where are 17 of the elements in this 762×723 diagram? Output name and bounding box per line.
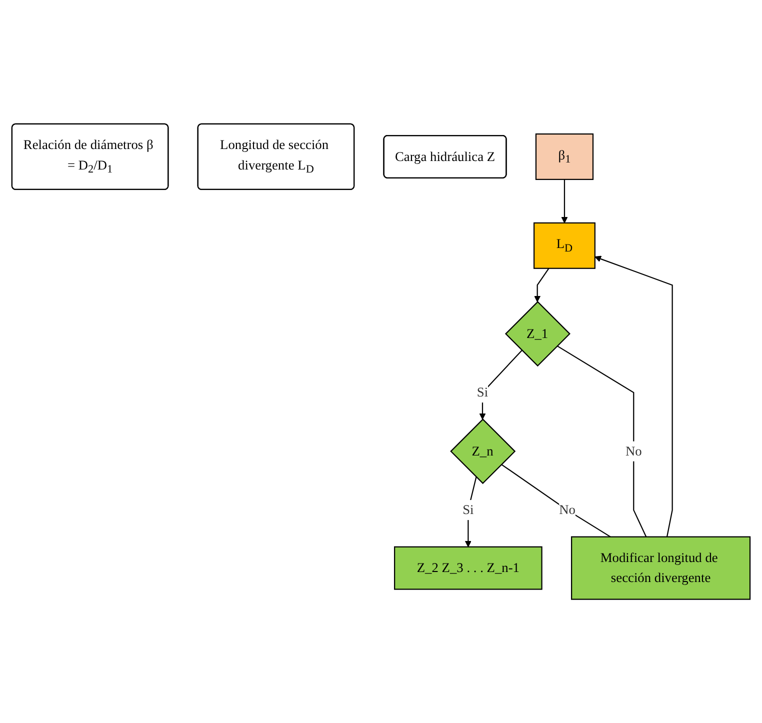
arrow <box>534 268 550 302</box>
node-diamond: Z_n <box>450 418 516 484</box>
edge-label: Si <box>476 384 488 400</box>
node-box: Modificar longitud de sección divergente <box>570 536 751 600</box>
edge-label: No <box>625 443 642 458</box>
connector <box>501 464 611 538</box>
node-diamond: Z_1 <box>504 300 570 366</box>
edge-label: No <box>559 502 576 517</box>
edge-label: Si <box>462 502 474 517</box>
arrow <box>464 476 477 548</box>
node-box: β$_{1}$ <box>535 133 594 180</box>
arrow <box>561 179 568 224</box>
connector <box>556 345 647 537</box>
arrow <box>594 256 673 537</box>
arrow <box>479 350 522 420</box>
node-box: Z_2 Z_3 . . . Z_n-1 <box>394 546 542 590</box>
node-box: L$_{D}$ <box>534 222 596 269</box>
